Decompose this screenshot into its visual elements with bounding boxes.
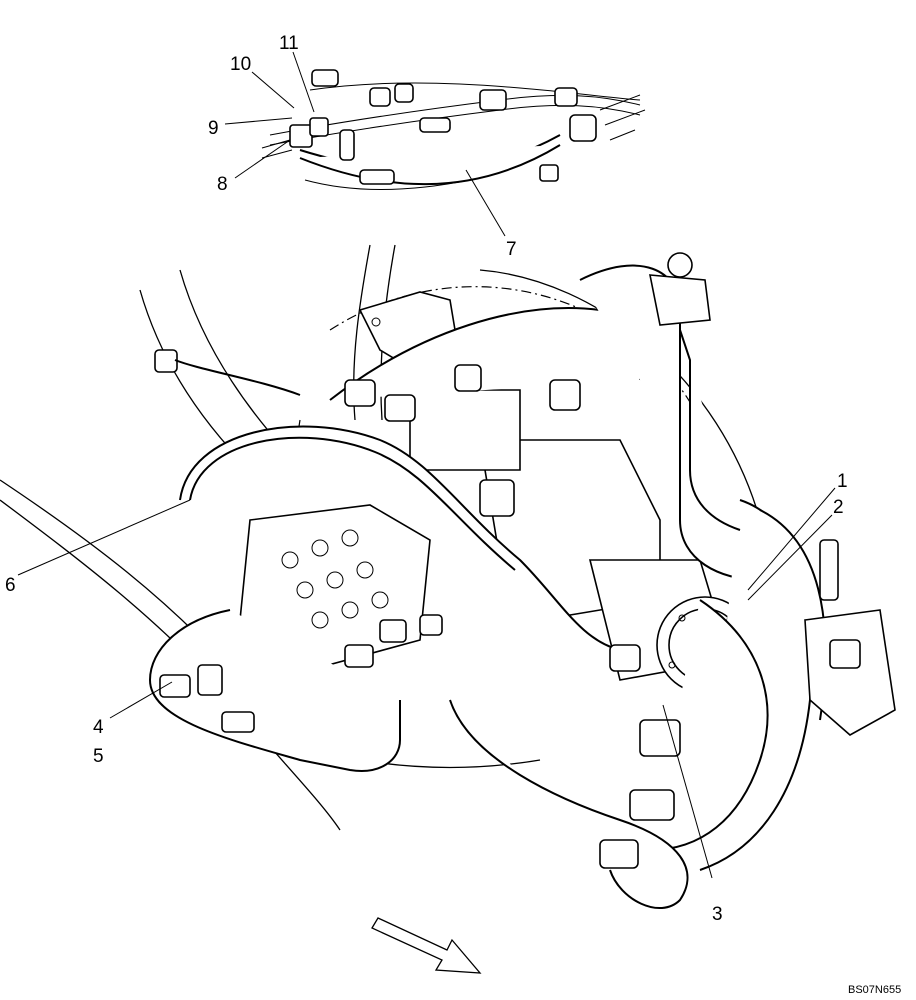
callout-2: 2 [833,497,844,518]
callout-3: 3 [712,904,723,925]
figure-reference-code: BS07N655 [848,984,901,996]
callout-4: 4 [93,717,104,738]
callout-1: 1 [837,471,848,492]
callout-labels: 1 2 3 4 5 6 7 8 9 10 11 [5,33,848,925]
callout-leaders [17,51,836,879]
callout-7: 7 [506,239,517,260]
callout-10: 10 [230,54,251,75]
callout-8: 8 [217,174,228,195]
forward-direction-arrow-icon [371,917,482,974]
detail-view-hose-bundle [261,69,646,190]
callout-11: 11 [279,33,299,54]
callout-5: 5 [93,746,104,767]
main-assembly-view [0,244,896,910]
callout-9: 9 [208,118,219,139]
callout-6: 6 [5,575,16,596]
